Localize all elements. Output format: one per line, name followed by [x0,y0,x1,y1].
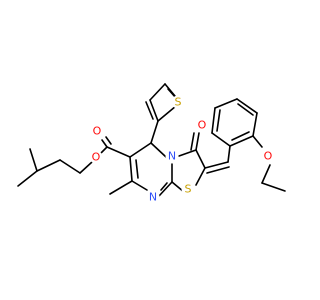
atom-o-ester: O [89,150,103,164]
bond [195,149,206,169]
atom-symbol: N [149,191,157,204]
bond [36,159,61,172]
atom-symbol: O [93,125,102,138]
bond [79,161,93,174]
atom-n-ring: N [165,149,179,163]
bond [150,120,159,144]
bond [195,132,200,151]
bond [236,98,258,114]
bond [261,164,271,184]
bond [149,83,166,101]
bond [101,139,108,148]
bond [129,142,152,158]
bond [131,180,148,191]
atom-s-thiophene: S [171,95,185,109]
atom-symbol: N [168,150,176,163]
bond [261,182,286,192]
bond [214,98,238,109]
atom-o-ketone: O [195,118,209,132]
bond [59,159,81,174]
atom-o-carbonyl: O [90,124,104,138]
atom-label-background [165,149,179,163]
bond [206,166,230,174]
bond [106,146,131,158]
bond [129,156,133,182]
atom-o-ether: O [261,149,275,163]
bond [105,136,112,145]
atom-label-background [171,95,185,109]
bond [178,149,197,157]
bond [109,180,133,195]
bond [135,159,139,179]
atom-label-background [195,118,209,132]
bond [29,148,38,172]
bond [211,107,216,134]
atom-s-thiazole: S [181,182,195,196]
atom-label-background [89,150,103,164]
atom-symbol: O [264,150,273,163]
bond [150,142,167,158]
bond [157,105,177,122]
bond [252,135,263,148]
bond [216,109,221,132]
bond [195,167,206,186]
bond [231,131,250,141]
atom-label-background [90,124,104,138]
bond [211,132,231,147]
atom-label-background [146,190,160,204]
bond [190,132,195,151]
atom-symbol: S [185,183,192,196]
bond [237,103,254,116]
bond-layer [17,83,286,197]
atom-symbol: O [92,151,101,164]
atom-symbol: S [175,96,182,109]
bond [145,101,154,120]
atom-n-pyrimidine: N [146,190,160,204]
bond [229,135,254,147]
atom-label-background [261,149,275,163]
bond [149,99,159,122]
bond [160,182,168,191]
bond [252,112,258,137]
bond [158,181,173,197]
bond [227,145,231,163]
bond [204,161,229,169]
bond [100,146,108,154]
atom-symbol: O [198,119,207,132]
atom-label-background [181,182,195,196]
bond [17,170,38,187]
